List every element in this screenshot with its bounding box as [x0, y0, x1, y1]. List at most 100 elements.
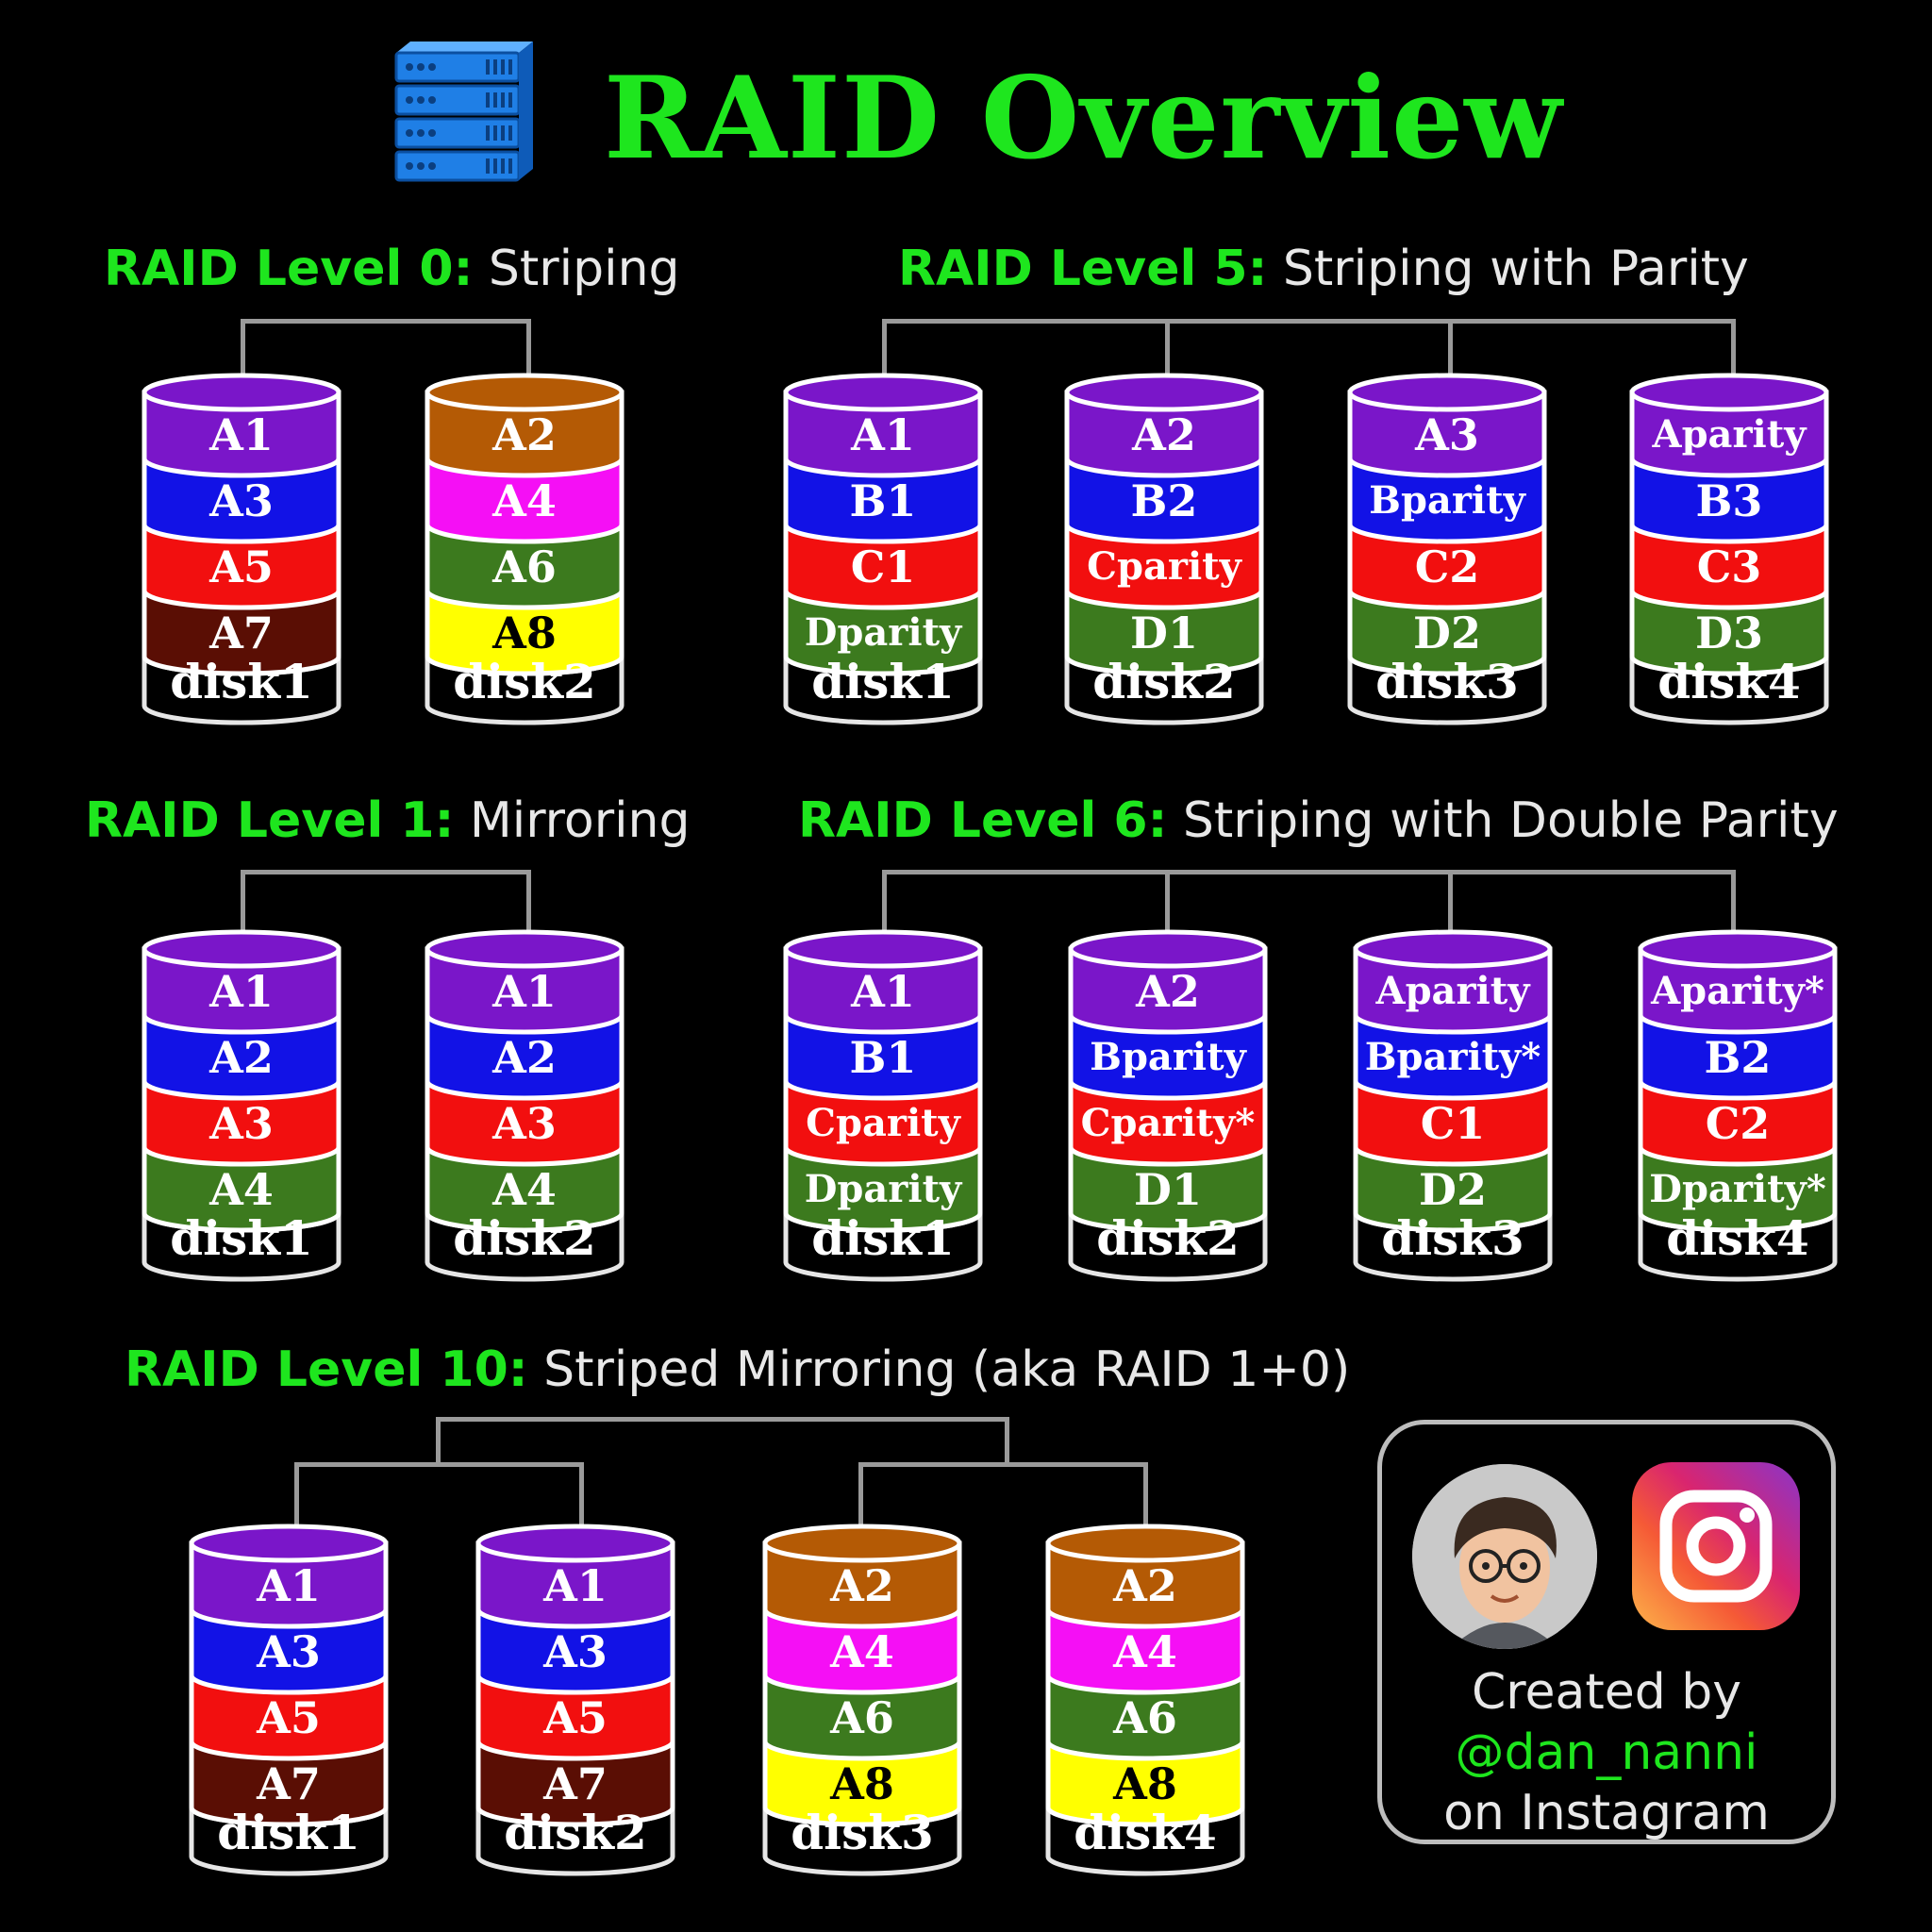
data-block	[762, 1607, 962, 1695]
disk-cylinder	[475, 1524, 675, 1876]
block-label: A3	[543, 1626, 608, 1677]
disk-label: disk2	[1092, 654, 1236, 709]
data-block	[475, 1673, 675, 1761]
connector-line	[241, 319, 531, 375]
connector-line	[882, 319, 1736, 375]
block-label: A8	[830, 1758, 894, 1809]
disk-top-cap	[475, 1524, 675, 1563]
block-label: C2	[1705, 1098, 1771, 1149]
credit-handle[interactable]: @dan_nanni	[1455, 1724, 1758, 1781]
block-label: A1	[543, 1560, 608, 1611]
disk-top-cap	[762, 1524, 962, 1563]
disk-label: disk1	[811, 654, 955, 709]
data-block	[783, 1012, 983, 1101]
data-block	[1064, 588, 1264, 676]
data-block	[142, 390, 341, 478]
block-label: Aparity	[1375, 969, 1530, 1013]
block-label: Dparity	[804, 610, 962, 655]
block-label: A2	[492, 1032, 557, 1083]
data-block	[1353, 946, 1553, 1035]
disk-cylinder	[142, 929, 341, 1282]
data-block	[142, 1012, 341, 1101]
block-label: A1	[257, 1560, 321, 1611]
block-label: A7	[257, 1758, 321, 1809]
disk-cylinder	[1629, 373, 1829, 725]
connector-line	[294, 1462, 584, 1526]
block-label: B1	[849, 1032, 917, 1083]
disk-label: disk2	[453, 654, 596, 709]
block-label: A4	[209, 1164, 274, 1215]
data-block	[762, 1673, 962, 1761]
block-label: A7	[209, 608, 274, 658]
disk-label: disk1	[811, 1210, 955, 1266]
data-block	[1353, 1012, 1553, 1101]
disk-cylinder	[762, 1524, 962, 1876]
data-block	[783, 588, 983, 676]
data-block	[142, 1144, 341, 1233]
section-desc: Striping with Double Parity	[1167, 792, 1839, 849]
disk-cylinder	[1064, 373, 1264, 725]
block-label: Bparity*	[1364, 1035, 1541, 1079]
section-title-raid0: RAID Level 0: Striping	[104, 241, 680, 297]
block-label: C1	[1420, 1098, 1486, 1149]
block-label: A5	[257, 1692, 321, 1743]
disk-top-cap	[1629, 373, 1829, 412]
section-desc: Striping with Parity	[1267, 241, 1749, 297]
data-block	[425, 522, 625, 610]
disk-cylinder	[189, 1524, 389, 1876]
data-block	[142, 588, 341, 676]
data-block	[783, 946, 983, 1035]
block-label: Bparity	[1369, 478, 1525, 523]
connector-line	[1448, 319, 1453, 375]
data-block	[1045, 1541, 1245, 1629]
disk-label: disk3	[1375, 654, 1519, 709]
data-block	[1347, 456, 1547, 544]
data-block	[1629, 522, 1829, 610]
block-label: A2	[1132, 409, 1196, 460]
data-block	[783, 390, 983, 478]
disk-cylinder	[142, 373, 341, 725]
section-level: RAID Level 5:	[898, 241, 1268, 297]
block-label: D1	[1134, 1164, 1202, 1215]
data-block	[1064, 456, 1264, 544]
data-block	[783, 1078, 983, 1167]
connector-line	[241, 870, 531, 932]
disk-top-cap	[189, 1524, 389, 1563]
section-level: RAID Level 1:	[85, 792, 455, 849]
block-label: A1	[851, 966, 915, 1017]
connector-line	[1448, 870, 1453, 932]
block-label: D2	[1413, 608, 1481, 658]
block-label: A8	[492, 608, 557, 658]
block-label: A3	[209, 475, 274, 526]
disk-top-cap	[142, 929, 341, 969]
block-label: A3	[492, 1098, 557, 1149]
data-block	[1638, 1144, 1838, 1233]
block-label: A1	[492, 966, 557, 1017]
section-desc: Striping	[473, 241, 680, 297]
section-title-raid5: RAID Level 5: Striping with Parity	[898, 241, 1749, 297]
disk-top-cap	[1353, 929, 1553, 969]
block-label: Cparity	[1087, 544, 1241, 589]
disk-top-cap	[425, 373, 625, 412]
data-block	[1068, 946, 1268, 1035]
section-desc: Mirroring	[454, 792, 691, 849]
data-block	[1638, 1078, 1838, 1167]
disk-top-cap	[1064, 373, 1264, 412]
block-label: A8	[1113, 1758, 1177, 1809]
block-label: A2	[209, 1032, 274, 1083]
block-label: A1	[209, 966, 274, 1017]
block-label: A7	[543, 1758, 608, 1809]
data-block	[1064, 390, 1264, 478]
data-block	[783, 1144, 983, 1233]
disk-cylinder	[425, 373, 625, 725]
disk-cylinder	[1353, 929, 1553, 1282]
disk-top-cap	[1347, 373, 1547, 412]
